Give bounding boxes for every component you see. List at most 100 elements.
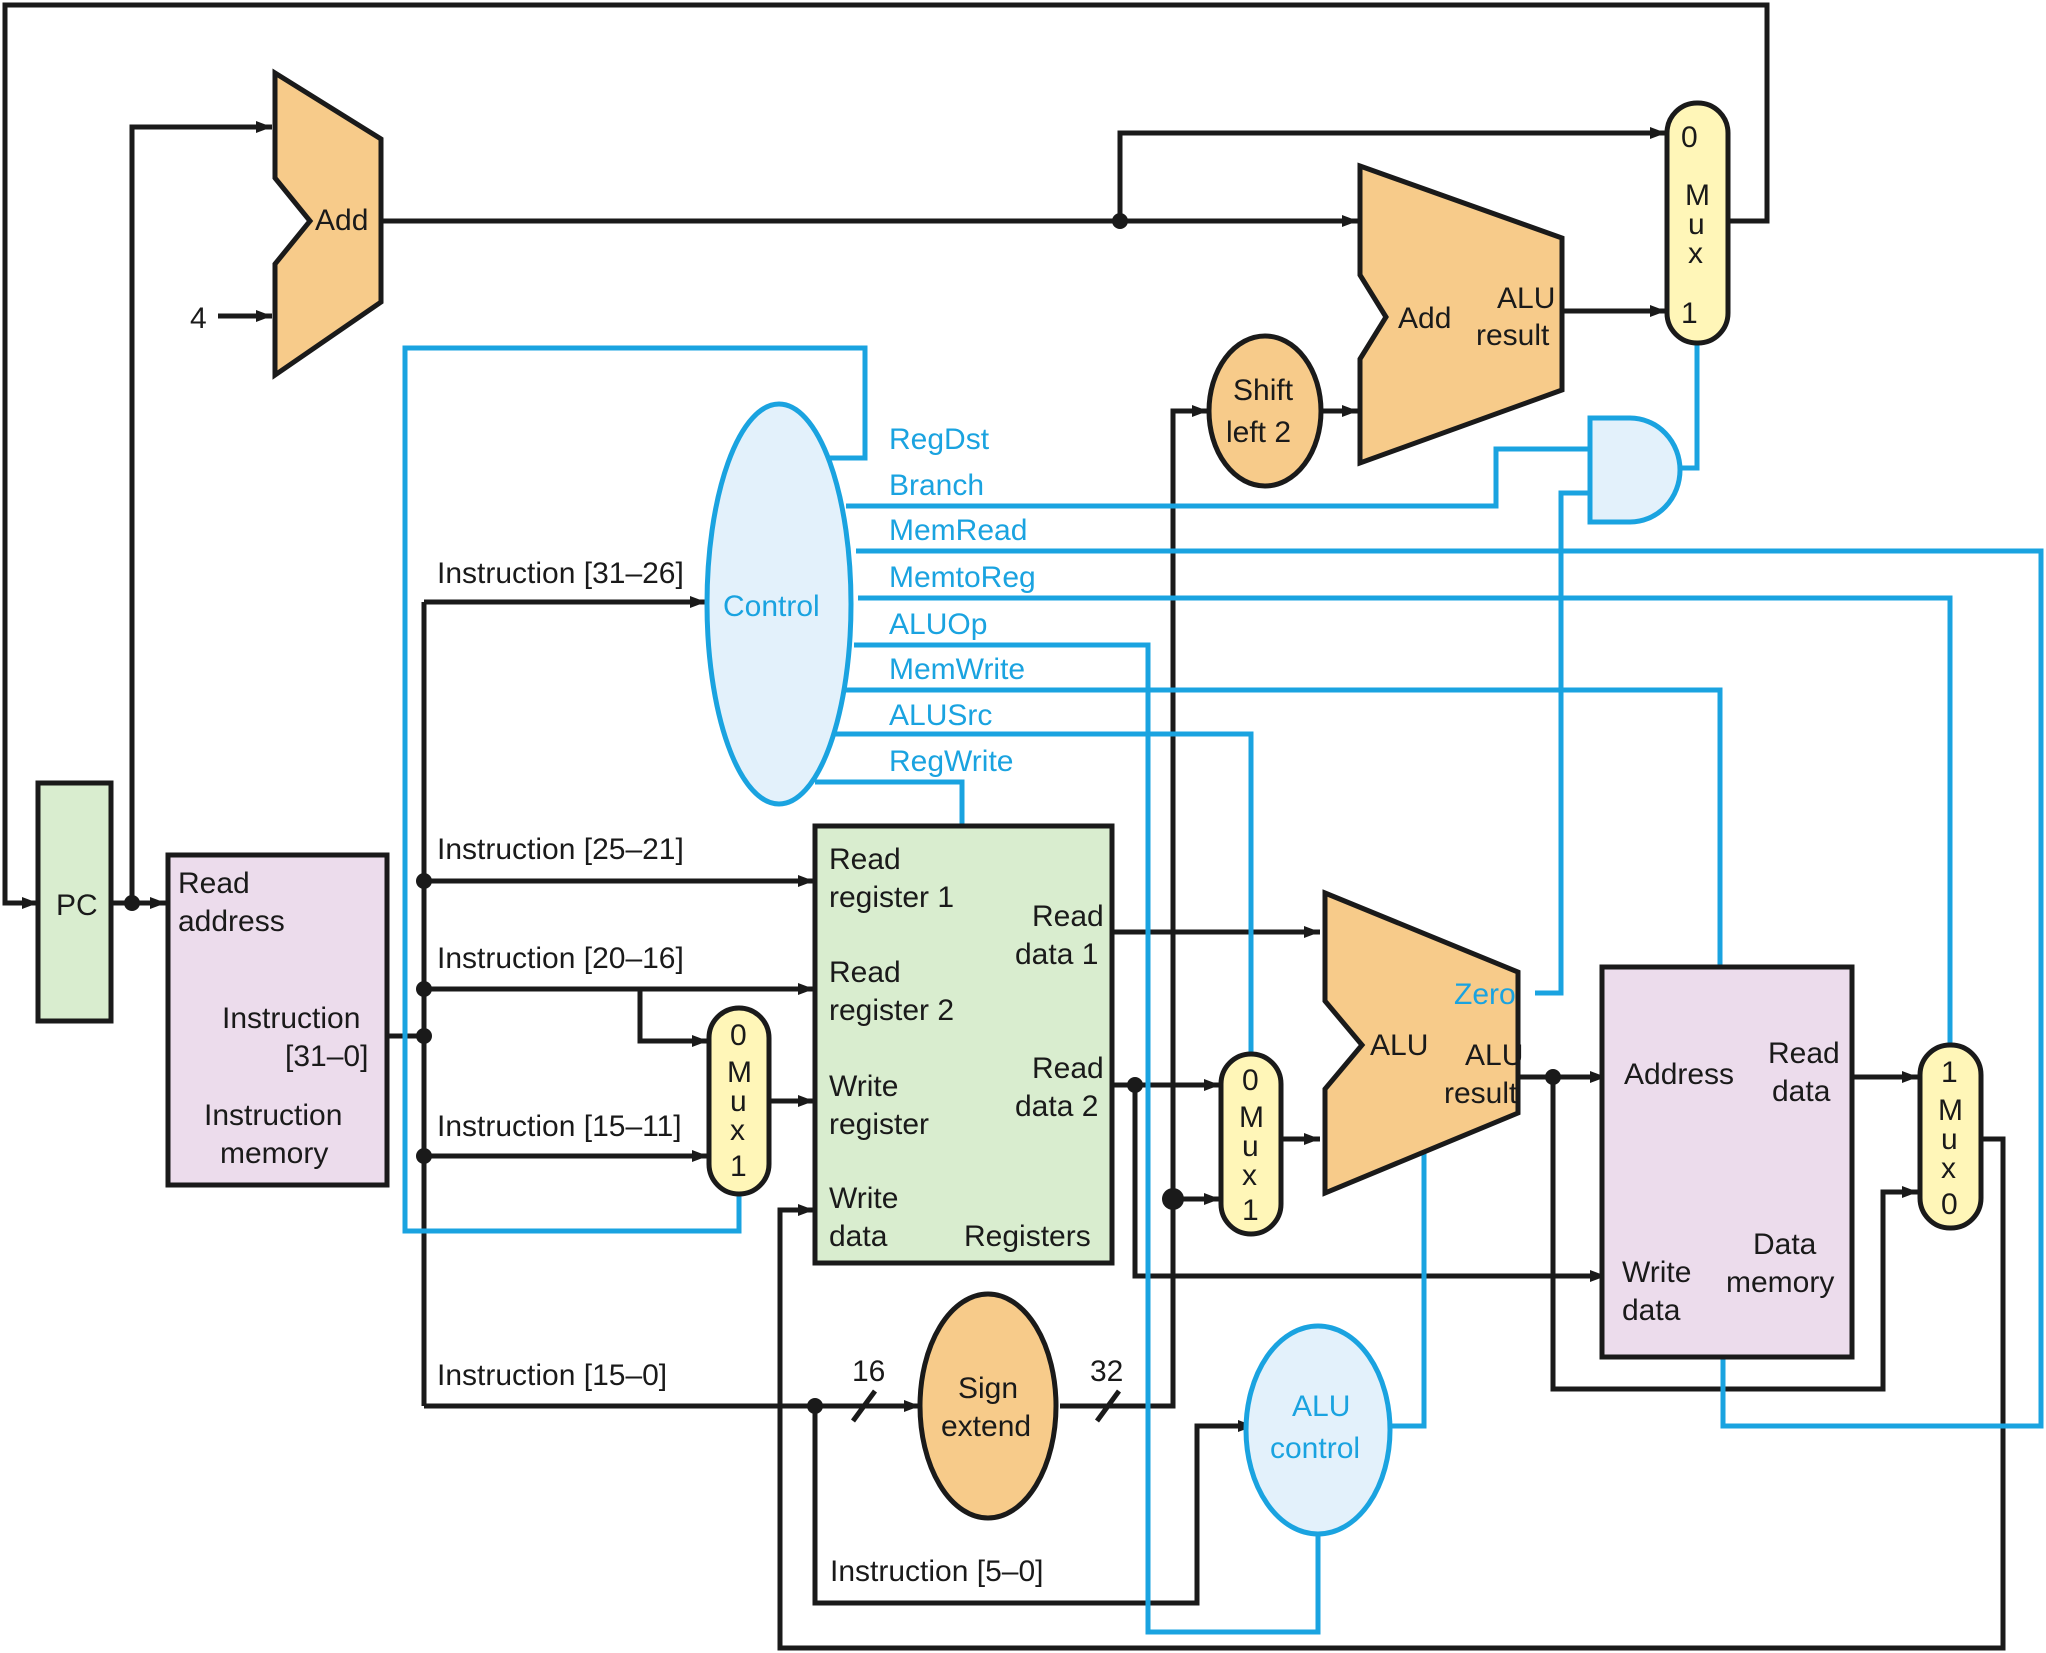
junction-dot <box>1112 213 1128 229</box>
junction-dot <box>1162 1188 1184 1210</box>
dmem-address: Address <box>1624 1058 1734 1091</box>
junction-dot <box>124 895 140 911</box>
ctrl-wire-alusrc <box>830 731 1254 1054</box>
reg-read-data2-line1: Read <box>1032 1052 1104 1085</box>
sign-extend-line1: Sign <box>958 1372 1018 1405</box>
junction-dot <box>1127 1077 1143 1093</box>
junction-dot <box>1545 1069 1561 1085</box>
dmem-read-data-line1: Read <box>1768 1037 1840 1070</box>
junction-dot <box>416 873 432 889</box>
memtoreg-mux-x: x <box>1941 1152 1956 1185</box>
memtoreg-mux-m: M <box>1938 1094 1963 1127</box>
junction-dot <box>416 1148 432 1164</box>
alusrc-mux-m: M <box>1239 1101 1264 1134</box>
regdst-mux: 0 M u x 1 <box>706 1005 772 1197</box>
pcsrc-mux-u: u <box>1688 208 1705 241</box>
signal-alusrc: ALUSrc <box>889 699 992 732</box>
data-wires <box>2 2 2006 1651</box>
alusrc-mux: 0 M u x 1 <box>1218 1051 1284 1237</box>
reg-read-data1-line2: data 1 <box>1015 938 1098 971</box>
control-wires <box>402 344 2044 1635</box>
branch-adder-result-line2: result <box>1476 319 1550 352</box>
reg-write-data-line1: Write <box>829 1182 898 1215</box>
instruction-field-labels: Instruction [31–26] Instruction [25–21] … <box>437 557 1043 1588</box>
instruction-memory: Read address Instruction [31–0] Instruct… <box>165 852 390 1188</box>
signal-regwrite: RegWrite <box>889 745 1013 778</box>
branch-and-gate <box>1587 415 1683 525</box>
field-15-11: Instruction [15–11] <box>437 1110 682 1143</box>
ctrl-wire-memtoreg <box>858 595 1953 1044</box>
data-memory: Address Read data Write data Data memory <box>1599 964 1855 1360</box>
regdst-mux-top: 0 <box>730 1019 747 1052</box>
memtoreg-mux: 1 M u x 0 <box>1917 1042 1984 1231</box>
imem-instruction-line1: Instruction <box>222 1002 360 1035</box>
reg-read-reg1-line2: register 1 <box>829 881 954 914</box>
ctrl-wire-memread <box>856 548 2044 1429</box>
regdst-mux-u: u <box>730 1085 747 1118</box>
pcsrc-mux: 0 M u x 1 <box>1664 100 1731 346</box>
junction-dot <box>416 981 432 997</box>
imem-read-address-line1: Read <box>178 867 250 900</box>
pc-register: PC <box>35 780 114 1024</box>
alusrc-mux-bottom: 1 <box>1242 1194 1259 1227</box>
pcsrc-mux-top: 0 <box>1681 121 1698 154</box>
junctions <box>124 213 1561 1414</box>
reg-write-reg-line2: register <box>829 1108 929 1141</box>
ctrl-wire-pcsrc <box>1680 344 1700 471</box>
reg-read-data2-line2: data 2 <box>1015 1090 1098 1123</box>
ctrl-wire-branch <box>846 446 1590 509</box>
control-signal-labels: RegDst Branch MemRead MemtoReg ALUOp Mem… <box>889 423 1036 778</box>
main-alu: ALU Zero ALU result <box>1322 889 1523 1197</box>
register-file: Read register 1 Read register 2 Write re… <box>812 823 1115 1266</box>
field-15-0: Instruction [15–0] <box>437 1359 667 1392</box>
alu-control-line2: control <box>1270 1432 1360 1465</box>
field-20-16: Instruction [20–16] <box>437 942 684 975</box>
ctrl-wire-zero <box>1535 490 1590 996</box>
wire-next-pc <box>2 2 1770 909</box>
reg-read-reg2-line1: Read <box>829 956 901 989</box>
ctrl-wire-regdst <box>402 345 868 1234</box>
ctrl-wire-regwrite <box>815 779 965 826</box>
regdst-mux-x: x <box>730 1114 745 1147</box>
wire-imm32 <box>1060 405 1208 1409</box>
signal-aluop: ALUOp <box>889 608 987 641</box>
signal-memread: MemRead <box>889 514 1027 547</box>
bus-slash-16 <box>850 1389 878 1423</box>
dmem-read-data-line2: data <box>1772 1075 1831 1108</box>
memtoreg-mux-bottom: 0 <box>1941 1188 1958 1221</box>
wire-store-data <box>1132 1085 1606 1282</box>
imem-read-address-line2: address <box>178 905 285 938</box>
pc-adder-label: Add <box>315 204 368 237</box>
branch-adder: Add ALU result <box>1357 162 1565 467</box>
field-31-26: Instruction [31–26] <box>437 557 684 590</box>
field-25-21: Instruction [25–21] <box>437 833 684 866</box>
shift-left-2: Shift left 2 <box>1206 333 1324 489</box>
wire-funct <box>812 1406 1254 1606</box>
bus-slash-32 <box>1094 1389 1122 1423</box>
ctrl-wire-aluop <box>854 642 1321 1635</box>
dmem-write-data-line2: data <box>1622 1294 1681 1327</box>
reg-write-data-line2: data <box>829 1220 888 1253</box>
signal-memwrite: MemWrite <box>889 653 1025 686</box>
reg-read-reg1-line1: Read <box>829 843 901 876</box>
reg-read-reg2-line2: register 2 <box>829 994 954 1027</box>
shift-left-line1: Shift <box>1233 374 1294 407</box>
alu-control-unit: ALU control <box>1243 1323 1393 1537</box>
wire-rt-to-mux <box>637 989 708 1047</box>
alusrc-mux-top: 0 <box>1242 1064 1259 1097</box>
alu-control-line1: ALU <box>1292 1390 1350 1423</box>
signal-memtoreg: MemtoReg <box>889 561 1036 594</box>
alusrc-mux-u: u <box>1242 1130 1259 1163</box>
alu-result-line1: ALU <box>1465 1039 1523 1072</box>
wire-alu-result-bypass <box>1550 1077 1918 1392</box>
alu-zero-label: Zero <box>1454 978 1516 1011</box>
memtoreg-mux-top: 1 <box>1941 1056 1958 1089</box>
wire-pc-to-adder <box>100 121 272 906</box>
control-unit: Control <box>704 401 854 807</box>
dmem-write-data-line1: Write <box>1622 1256 1691 1289</box>
pcsrc-mux-x: x <box>1688 237 1703 270</box>
imem-name-line1: Instruction <box>204 1099 342 1132</box>
signal-regdst: RegDst <box>889 423 990 456</box>
junction-dot <box>807 1398 823 1414</box>
branch-adder-result-line1: ALU <box>1497 282 1555 315</box>
